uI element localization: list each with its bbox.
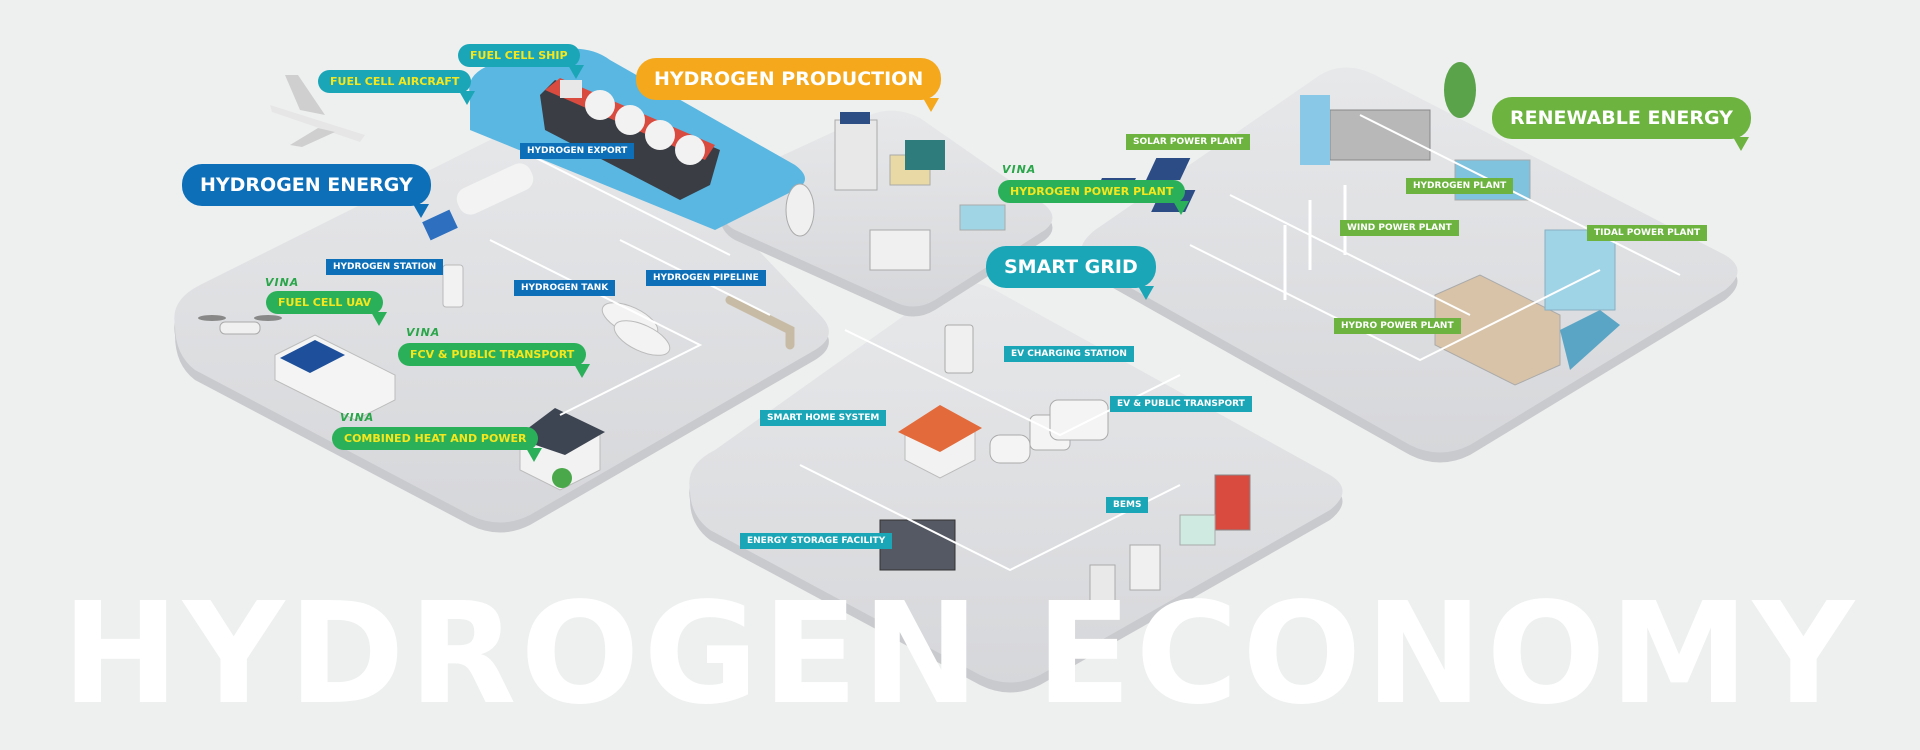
label-combined-heat-power: COMBINED HEAT AND POWER [332,427,543,462]
watermark-title: HYDROGEN ECONOMY [61,573,1859,736]
network-lines [489,114,1681,572]
tag-ev-charging-station: EV CHARGING STATION [1004,346,1134,362]
tag-bems: BEMS [1106,497,1149,513]
tag-energy-storage-facility: ENERGY STORAGE FACILITY [740,533,893,549]
tag-hydrogen-plant: HYDROGEN PLANT [1406,178,1514,194]
section-hydrogen-energy-label: HYDROGEN ENERGY [200,174,413,196]
hydrogen-tank-illustration [601,302,671,356]
brand-logo: VINA [340,411,374,424]
label-fuel-cell-aircraft-text: FUEL CELL AIRCRAFT [330,75,460,88]
factory-illustration [785,112,1006,271]
brand-logo-text: VINA [265,276,300,289]
label-fuel-cell-uav: FUEL CELL UAV [266,291,388,326]
hydrogen-plant-illustration [1300,62,1531,201]
label-hydrogen-power-plant: HYDROGEN POWER PLANT [998,180,1190,215]
energy-storage-illustration [879,519,956,571]
smart-grid-platform [689,282,1343,693]
tag-smart-home-system: SMART HOME SYSTEM [760,410,887,426]
hydrogen-station-pump [442,264,464,308]
hydrogen-production-platform [719,110,1053,317]
label-hydrogen-power-plant-text: HYDROGEN POWER PLANT [1010,185,1174,198]
brand-logo-text: VINA [340,411,375,424]
tag-hydrogen-pipeline: HYDROGEN PIPELINE [646,270,766,286]
brand-logo-text: VINA [406,326,441,339]
label-fcv-public-transport-text: FCV & PUBLIC TRANSPORT [410,348,575,361]
bus-illustration [274,334,396,421]
tag-hydrogen-tank: HYDROGEN TANK [514,280,616,296]
tag-tidal-power-plant: TIDAL POWER PLANT [1587,225,1708,241]
label-fuel-cell-ship-text: FUEL CELL SHIP [470,49,568,62]
brand-logo: VINA [1002,163,1036,176]
section-renewable-energy: RENEWABLE ENERGY [1492,97,1751,151]
bems-equipment-illustration [1089,474,1251,611]
section-hydrogen-production: HYDROGEN PRODUCTION [636,58,942,112]
label-fuel-cell-aircraft: FUEL CELL AIRCRAFT [318,70,476,105]
smart-home-illustration [898,405,982,479]
aircraft-illustration [270,75,365,147]
label-fuel-cell-ship: FUEL CELL SHIP [458,44,584,79]
label-fuel-cell-uav-text: FUEL CELL UAV [278,296,372,309]
brand-logo: VINA [265,276,299,289]
tidal-plant-illustration [1544,229,1616,311]
tag-ev-public-transport: EV & PUBLIC TRANSPORT [1110,396,1252,412]
tag-hydrogen-station: HYDROGEN STATION [326,259,444,275]
tag-solar-power-plant: SOLAR POWER PLANT [1126,134,1251,150]
tag-hydro-power-plant: HYDRO POWER PLANT [1334,318,1461,334]
brand-logo: VINA [406,326,440,339]
pipeline-illustration [725,295,795,350]
section-hydrogen-energy: HYDROGEN ENERGY [182,164,431,218]
tag-wind-power-plant: WIND POWER PLANT [1340,220,1459,236]
section-smart-grid-label: SMART GRID [1004,256,1138,278]
hydro-dam-illustration [1434,274,1620,386]
section-hydrogen-production-label: HYDROGEN PRODUCTION [654,68,924,90]
tag-hydrogen-export: HYDROGEN EXPORT [520,143,635,159]
ship-illustration [540,78,720,200]
ev-vehicles-illustration [989,399,1109,464]
section-renewable-energy-label: RENEWABLE ENERGY [1510,107,1733,129]
section-smart-grid: SMART GRID [986,246,1156,300]
label-combined-heat-power-text: COMBINED HEAT AND POWER [344,432,527,445]
drone-illustration [198,315,282,335]
label-fcv-public-transport: FCV & PUBLIC TRANSPORT [398,343,591,378]
brand-logo-text: VINA [1002,163,1037,176]
tanker-truck-illustration [422,163,534,241]
ev-charger-illustration [944,324,974,374]
